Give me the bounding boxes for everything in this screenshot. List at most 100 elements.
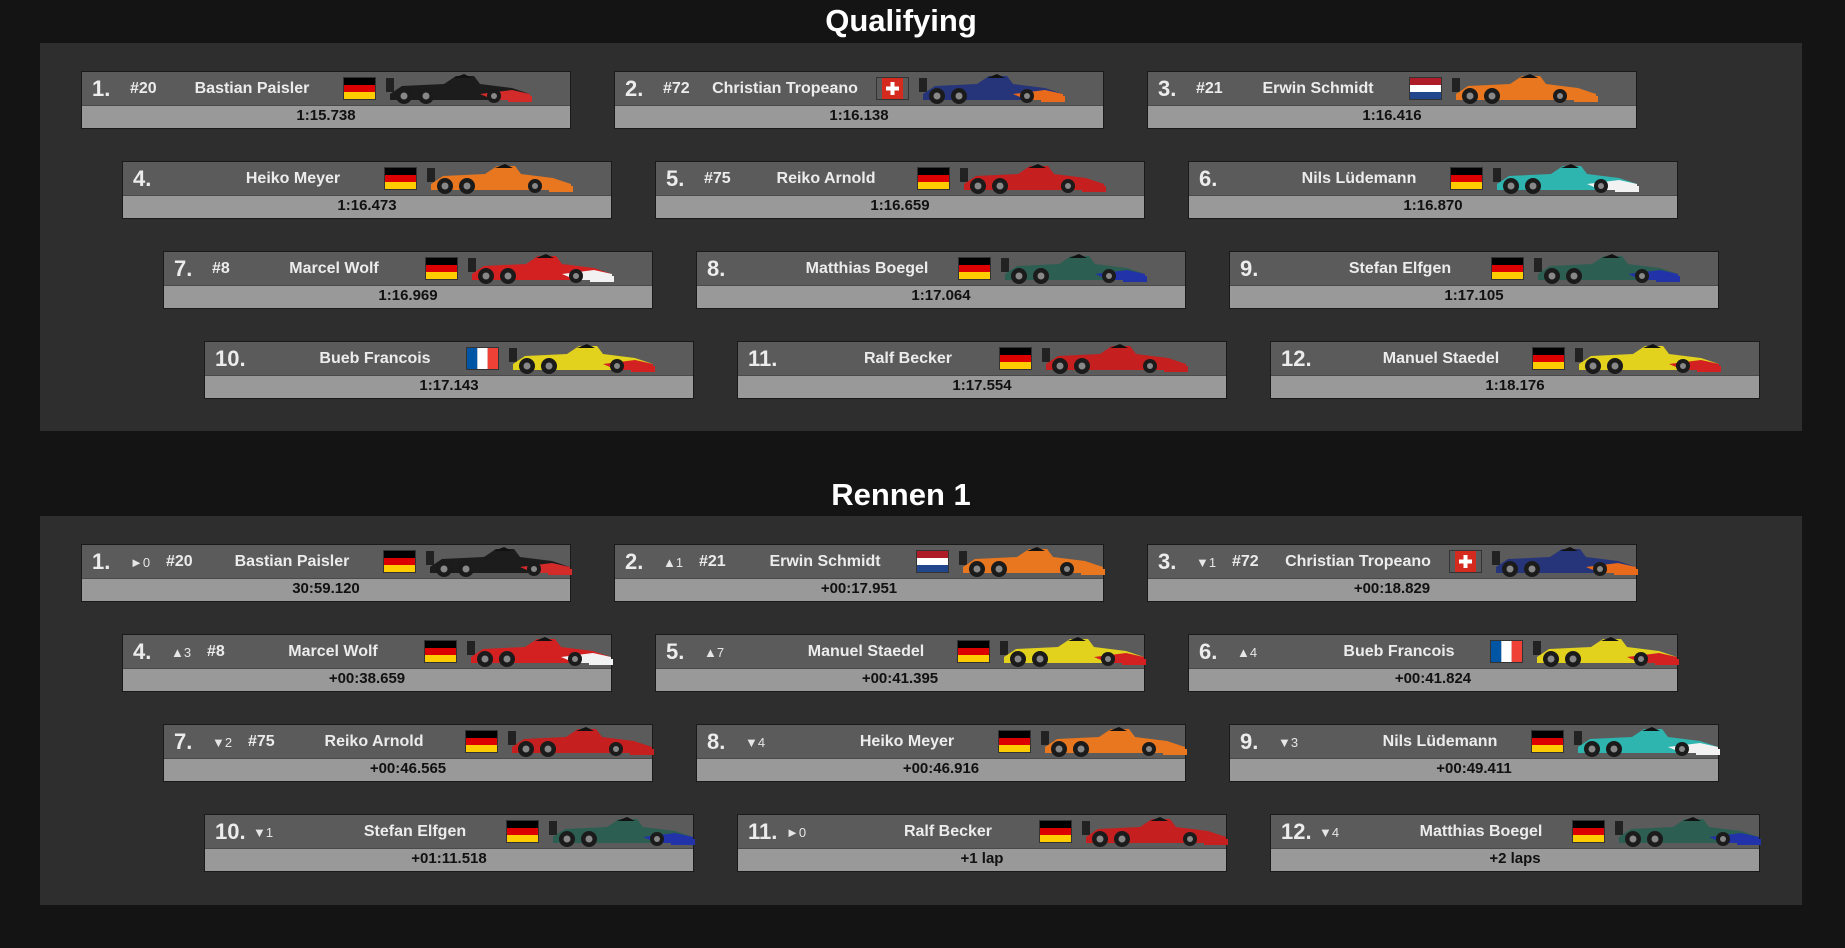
car-number: #72 — [1232, 553, 1259, 570]
lap-time: 1:16.138 — [829, 107, 889, 124]
position-label: 12. — [1281, 819, 1312, 844]
race-car-icon — [1572, 725, 1722, 758]
lap-time: +00:46.565 — [369, 760, 447, 777]
flag-icon — [1492, 258, 1523, 279]
race-title: Rennen 1 — [831, 477, 971, 512]
lap-time: +00:41.824 — [1394, 670, 1472, 687]
position-label: 7. — [174, 729, 193, 754]
flag-icon — [959, 258, 990, 279]
position-label: 12. — [1281, 346, 1312, 371]
position-label: 5. — [666, 639, 685, 664]
flag-icon — [507, 821, 538, 842]
flag-icon — [384, 551, 415, 572]
flag-icon — [1451, 168, 1482, 189]
position-label: 11. — [748, 819, 778, 844]
driver-name: Matthias Boegel — [805, 260, 929, 277]
race-car-icon — [999, 252, 1149, 285]
race-car-icon — [1613, 815, 1763, 848]
driver-name: Ralf Becker — [903, 823, 993, 840]
position-change: ▼4 — [1319, 825, 1340, 840]
flag-icon — [1410, 78, 1441, 99]
position-label: 4. — [133, 166, 152, 191]
driver-card: 8. ▼4 Heiko Meyer +00:46.916 — [696, 724, 1187, 782]
race-car-icon — [917, 72, 1067, 105]
lap-time: +01:11.518 — [411, 850, 487, 867]
lap-time: 1:18.176 — [1485, 377, 1545, 394]
driver-name: Christian Tropeano — [712, 80, 858, 97]
lap-time: 1:16.659 — [870, 197, 930, 214]
race-car-icon — [466, 252, 616, 285]
lap-time: +1 lap — [960, 850, 1004, 867]
position-label: 4. — [133, 639, 152, 664]
car-number: #72 — [663, 80, 690, 97]
race-car-icon — [957, 545, 1107, 578]
race-car-icon — [1080, 815, 1230, 848]
lap-time: 1:16.969 — [378, 287, 438, 304]
position-label: 8. — [707, 729, 726, 754]
lap-time: 1:17.064 — [911, 287, 971, 304]
position-change: ►0 — [786, 825, 807, 840]
flag-icon — [1040, 821, 1071, 842]
position-label: 3. — [1158, 549, 1177, 574]
race-car-icon — [1490, 545, 1640, 578]
lap-time: 1:17.143 — [419, 377, 479, 394]
position-change: ▲7 — [704, 645, 725, 660]
car-number: #20 — [130, 80, 157, 97]
flag-icon — [466, 731, 497, 752]
lap-time: +00:41.395 — [861, 670, 939, 687]
position-change: ▼4 — [745, 735, 766, 750]
lap-time: 1:16.870 — [1403, 197, 1463, 214]
position-label: 1. — [92, 76, 111, 101]
car-number: #8 — [207, 643, 225, 660]
lap-time: +00:49.411 — [1436, 760, 1512, 777]
race-car-icon — [507, 342, 657, 375]
race-car-icon — [1491, 162, 1641, 195]
car-number: #21 — [1196, 80, 1223, 97]
position-change: ▼1 — [253, 825, 274, 840]
lap-time: +00:46.916 — [902, 760, 980, 777]
position-label: 9. — [1240, 729, 1259, 754]
lap-time: 1:17.554 — [952, 377, 1012, 394]
driver-name: Heiko Meyer — [859, 733, 955, 750]
flag-icon — [1533, 348, 1564, 369]
flag-icon — [1491, 641, 1522, 662]
race-car-icon — [1532, 252, 1682, 285]
driver-name: Manuel Staedel — [1382, 350, 1500, 367]
driver-card: 10. Bueb Francois 1:17.143 — [204, 341, 694, 399]
position-change: ►0 — [130, 555, 151, 570]
flag-icon — [425, 641, 456, 662]
driver-name: Stefan Elfgen — [1348, 260, 1452, 277]
driver-name: Bueb Francois — [319, 350, 431, 367]
race-car-icon — [1531, 635, 1681, 668]
flag-icon — [877, 78, 908, 99]
race-car-icon — [506, 725, 656, 758]
driver-card: 11. ►0 Ralf Becker +1 lap — [737, 814, 1230, 872]
position-label: 1. — [92, 549, 111, 574]
driver-name: Christian Tropeano — [1285, 553, 1431, 570]
race-car-icon — [465, 635, 615, 668]
position-label: 10. — [215, 346, 246, 371]
lap-time: 1:16.416 — [1362, 107, 1422, 124]
driver-name: Bastian Paisler — [234, 553, 350, 570]
driver-name: Marcel Wolf — [289, 260, 379, 277]
lap-time: +00:17.951 — [820, 580, 898, 597]
position-label: 2. — [625, 76, 644, 101]
car-number: #75 — [248, 733, 275, 750]
car-number: #20 — [166, 553, 193, 570]
flag-icon — [999, 731, 1030, 752]
position-label: 9. — [1240, 256, 1259, 281]
driver-name: Nils Lüdemann — [1382, 733, 1498, 750]
